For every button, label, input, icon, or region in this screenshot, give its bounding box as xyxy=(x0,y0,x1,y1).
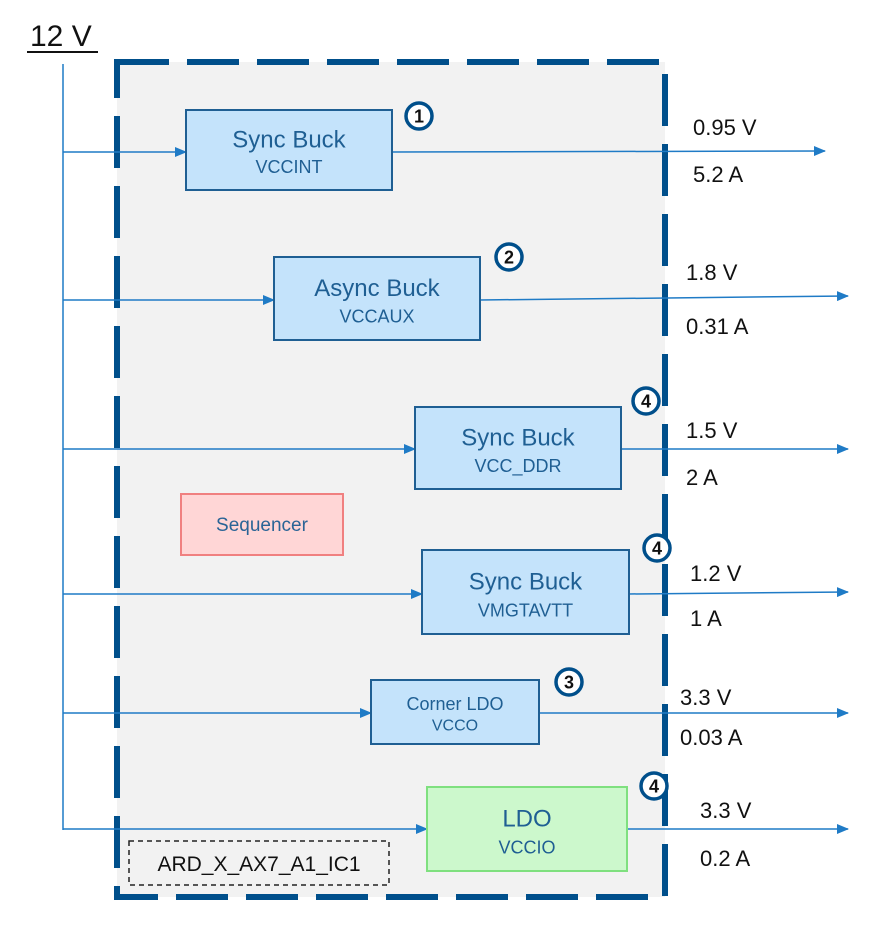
regulator-type-label: Sync Buck xyxy=(469,568,583,595)
sequence-badge-circle xyxy=(404,101,434,131)
rail-name-label: VCCIO xyxy=(498,837,555,857)
output-current-label: 0.31 A xyxy=(686,314,749,339)
output-wire xyxy=(479,291,849,302)
regulator-type-label: Sync Buck xyxy=(232,127,346,154)
sequence-badge-number: 4 xyxy=(641,392,651,412)
rail-name-label: VCCAUX xyxy=(339,307,414,327)
output-voltage-label: 1.5 V xyxy=(686,418,738,443)
sequence-badge-circle xyxy=(631,386,661,416)
sequencer-label: Sequencer xyxy=(216,515,309,536)
sequence-badge-number: 1 xyxy=(414,107,424,127)
output-voltage-label: 3.3 V xyxy=(700,798,752,823)
regulator-block xyxy=(273,256,481,341)
output-voltage-label: 1.2 V xyxy=(690,561,742,586)
sequencer-block: Sequencer xyxy=(180,493,344,556)
ldo-block xyxy=(426,786,628,872)
output-wire xyxy=(628,587,849,598)
rail-vccio: LDO VCCIO 4 3.3 V 0.2 A xyxy=(63,771,849,872)
rail-name-label: VCC_DDR xyxy=(474,456,561,477)
rail-name-label: VCCO xyxy=(432,718,478,735)
sequence-badge-number: 4 xyxy=(649,777,659,797)
pmic-frame xyxy=(114,59,668,900)
sequence-badge-circle xyxy=(639,771,669,801)
regulator-type-label: LDO xyxy=(502,805,551,832)
input-voltage-label: 12 V xyxy=(30,20,92,53)
ic-designator-label: ARD_X_AX7_A1_IC1 xyxy=(157,853,360,876)
regulator-block xyxy=(185,109,393,191)
output-current-label: 2 A xyxy=(686,465,718,490)
sequence-badge-number: 2 xyxy=(504,248,514,268)
rail-name-label: VMGTAVTT xyxy=(478,600,573,620)
sequence-badge-circle xyxy=(554,667,584,697)
output-current-label: 1 A xyxy=(690,606,722,631)
output-current-label: 5.2 A xyxy=(693,162,743,187)
sequence-badge-circle xyxy=(642,533,672,563)
ic-designator: ARD_X_AX7_A1_IC1 xyxy=(128,840,390,886)
regulator-type-label: Async Buck xyxy=(314,275,440,302)
regulator-type-label: Corner LDO xyxy=(406,694,503,714)
rail-vcco: Corner LDO VCCO 3 3.3 V 0.03 A xyxy=(63,667,849,750)
output-current-label: 0.03 A xyxy=(680,725,743,750)
output-voltage-label: 0.95 V xyxy=(693,115,757,140)
output-voltage-label: 1.8 V xyxy=(686,260,738,285)
sequence-badge-number: 3 xyxy=(564,673,574,693)
regulator-block xyxy=(414,406,622,490)
regulator-block xyxy=(421,549,630,635)
regulator-block xyxy=(370,679,540,745)
sequence-badge-circle xyxy=(494,242,524,272)
output-wire xyxy=(391,146,826,157)
output-current-label: 0.2 A xyxy=(700,846,750,871)
rail-name-label: VCCINT xyxy=(256,157,323,177)
sequence-badge-number: 4 xyxy=(652,539,662,559)
output-voltage-label: 3.3 V xyxy=(680,685,732,710)
regulator-type-label: Sync Buck xyxy=(461,425,575,452)
